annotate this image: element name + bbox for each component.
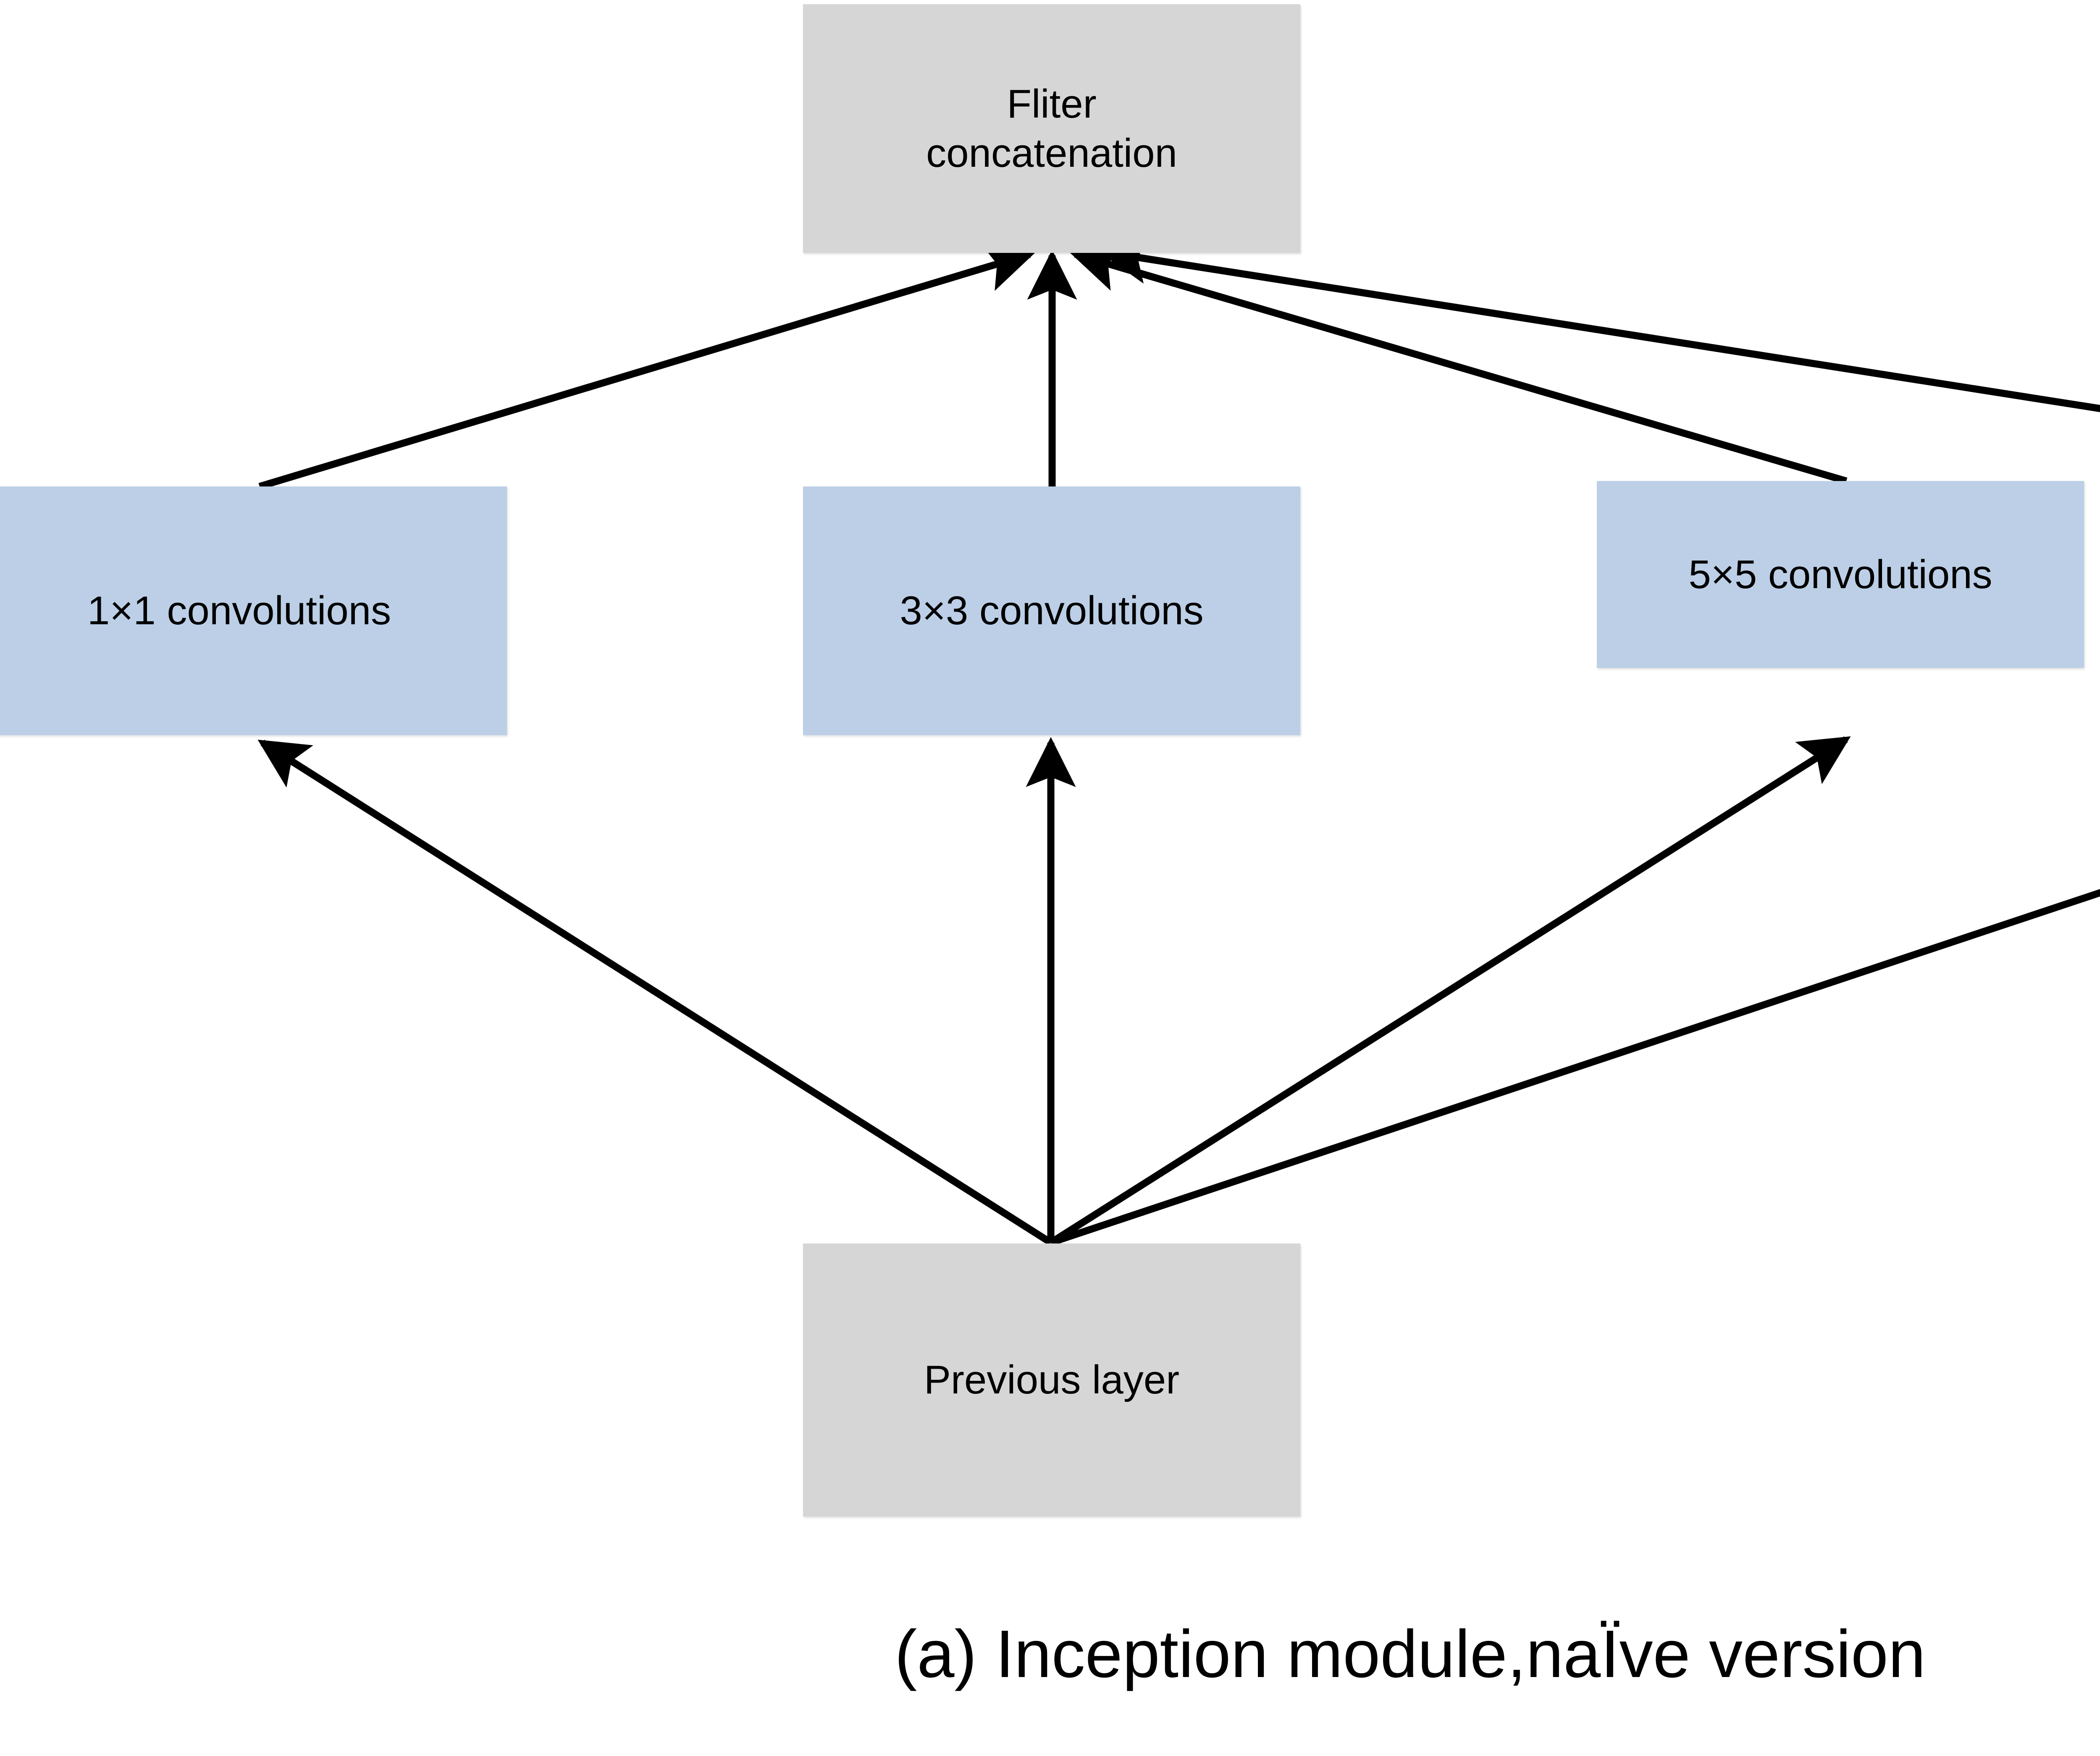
edge-previous-to-conv1x1 — [257, 739, 1053, 1246]
edge-previous-to-conv5x5 — [1049, 736, 1851, 1246]
node-filter-concatenation[interactable]: Fliter concatenation — [803, 4, 1300, 253]
edge-previous-to-maxpool — [1050, 889, 2100, 1246]
node-previous-layer[interactable]: Previous layer — [803, 1243, 1300, 1517]
node-conv-3x3[interactable]: 3×3 convolutions — [803, 486, 1300, 735]
node-conv-5x5-label: 5×5 convolutions — [1688, 552, 1992, 597]
node-conv-5x5[interactable]: 5×5 convolutions — [1597, 481, 2084, 668]
node-conv-1x1-label: 1×1 convolutions — [87, 588, 391, 634]
edge-conv1x1-to-concat — [258, 243, 1036, 490]
node-filter-concatenation-label: Fliter concatenation — [926, 81, 1177, 176]
edge-maxpool-to-concat — [1098, 234, 2100, 413]
node-conv-1x1[interactable]: 1×1 convolutions — [0, 486, 507, 735]
edge-conv5x5-to-concat — [1069, 242, 1848, 485]
node-previous-layer-label: Previous layer — [924, 1357, 1180, 1403]
figure-caption: (a) Inception module,naÏve version — [895, 1616, 1926, 1691]
node-conv-3x3-label: 3×3 convolutions — [900, 588, 1204, 634]
